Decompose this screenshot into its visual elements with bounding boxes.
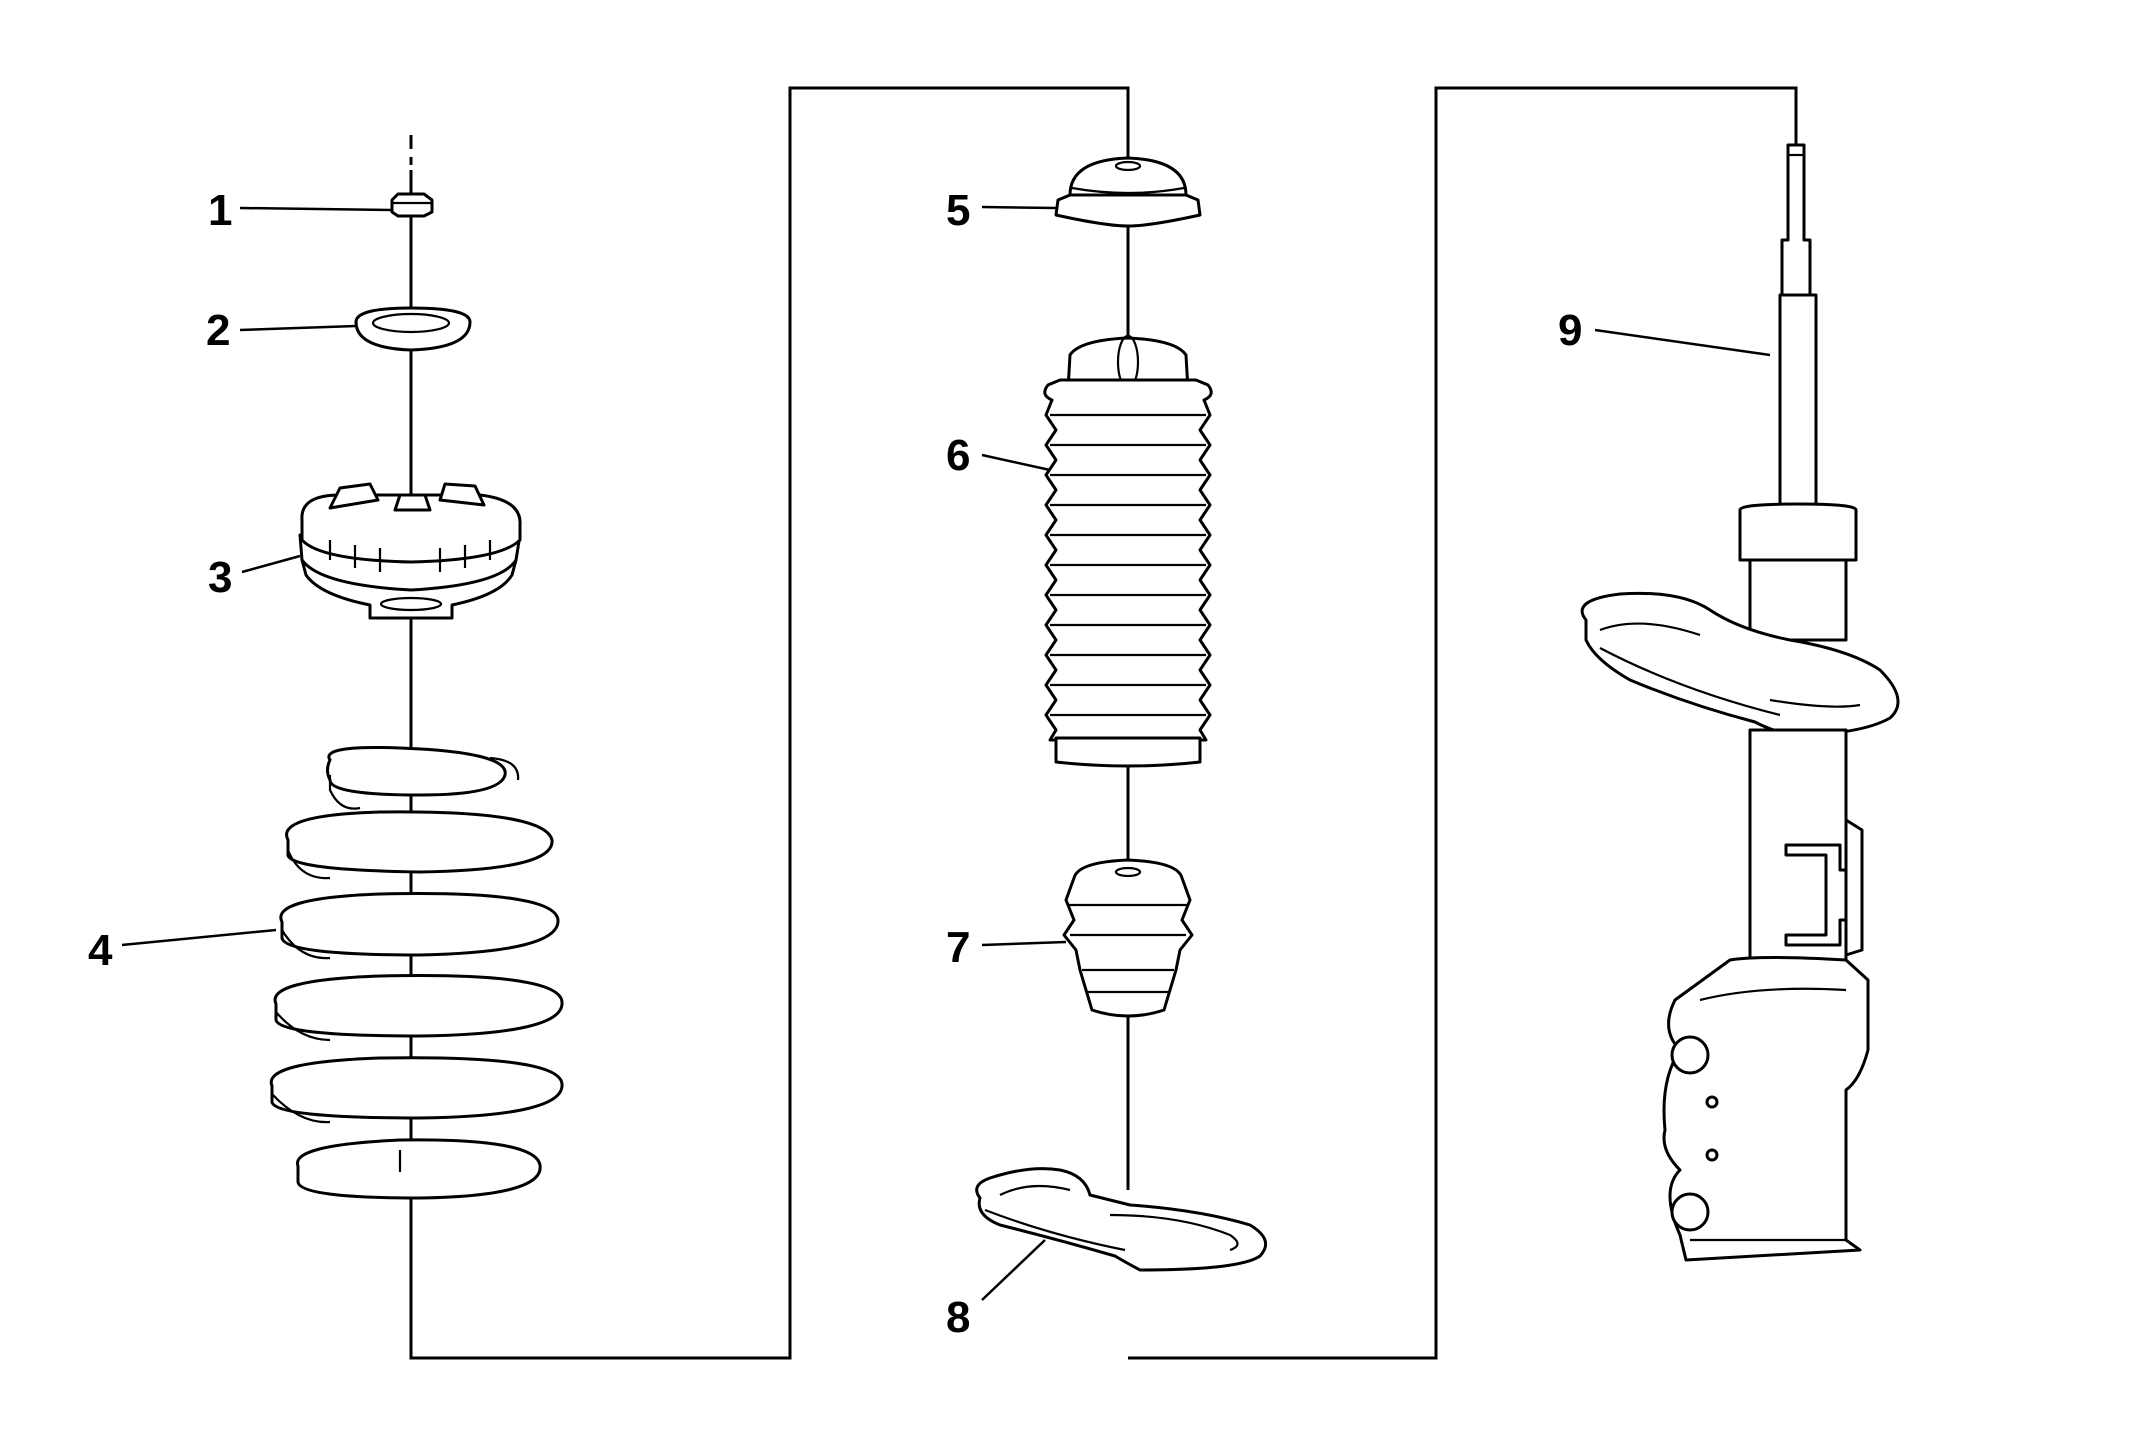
- callout-6: 6: [946, 431, 970, 480]
- jounce-bumper-part: [1062, 858, 1194, 1018]
- upper-insulator-part: [1054, 156, 1202, 228]
- callout-labels: 1 2 3 4 5 6 7 8 9: [88, 186, 1582, 1342]
- washer-part: [354, 306, 472, 352]
- assembly-connector-lines: [409, 86, 1798, 1360]
- lower-spring-seat-part: [975, 1167, 1268, 1272]
- coil-spring-part: [269, 746, 564, 1200]
- strut-mount-part: [298, 482, 522, 620]
- callout-2: 2: [206, 306, 230, 355]
- callout-3: 3: [208, 553, 232, 602]
- callout-4: 4: [88, 926, 113, 975]
- callout-7: 7: [946, 923, 970, 972]
- callout-8: 8: [946, 1293, 970, 1342]
- dust-boot-part: [1043, 334, 1213, 768]
- callout-9: 9: [1558, 306, 1582, 355]
- callout-leader-lines: [121, 205, 1771, 1301]
- strut-assembly-part: [1580, 143, 1900, 1262]
- callout-1: 1: [208, 186, 232, 235]
- strut-nut-part: [390, 192, 434, 218]
- callout-5: 5: [946, 186, 970, 235]
